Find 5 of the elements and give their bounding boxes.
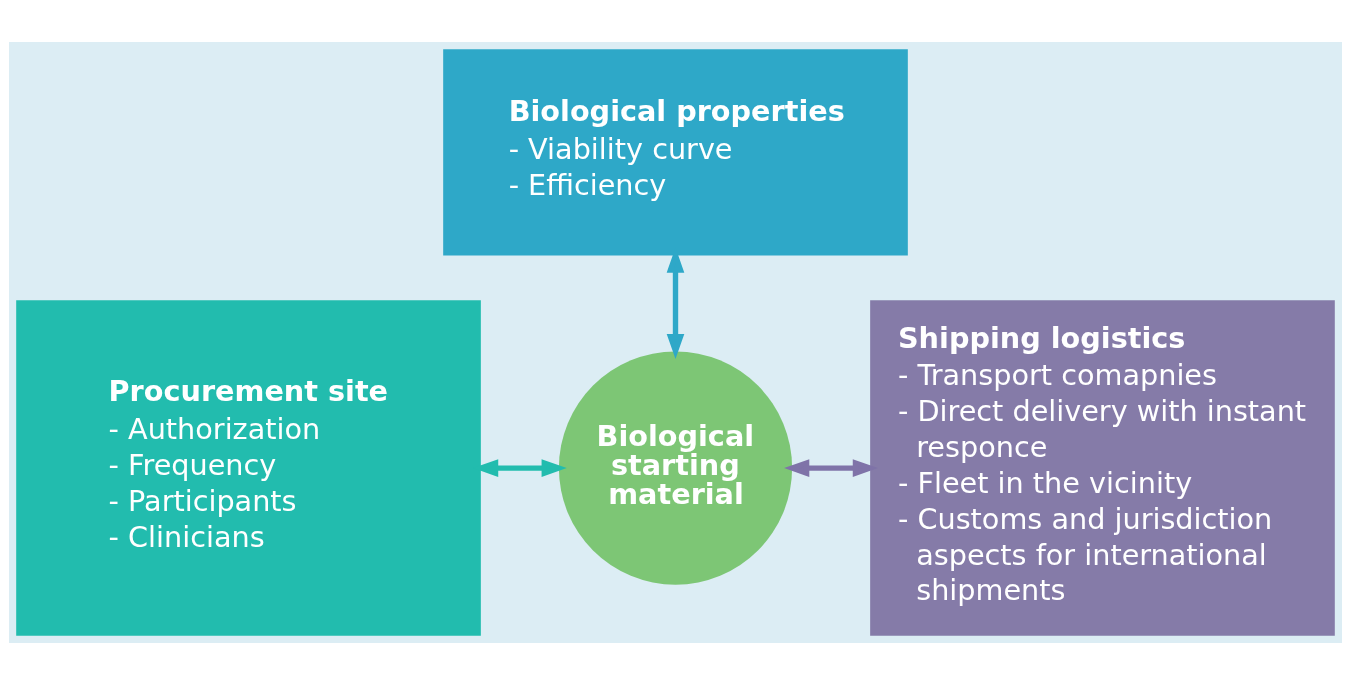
node-box: Shipping logistics - Transport comapnies - Direct delivery with instant responce - Fleet in the vicinity - Customs and jurisdiction aspects for international shipments (870, 299, 1335, 636)
node-box: Biological properties - Viability curve - Efficiency (443, 48, 908, 255)
node-box: Procurement site - Authorization - Frequency - Participants - Clinicians (16, 299, 481, 636)
node-circle: Biological starting material (558, 350, 793, 585)
arrow (784, 458, 878, 477)
